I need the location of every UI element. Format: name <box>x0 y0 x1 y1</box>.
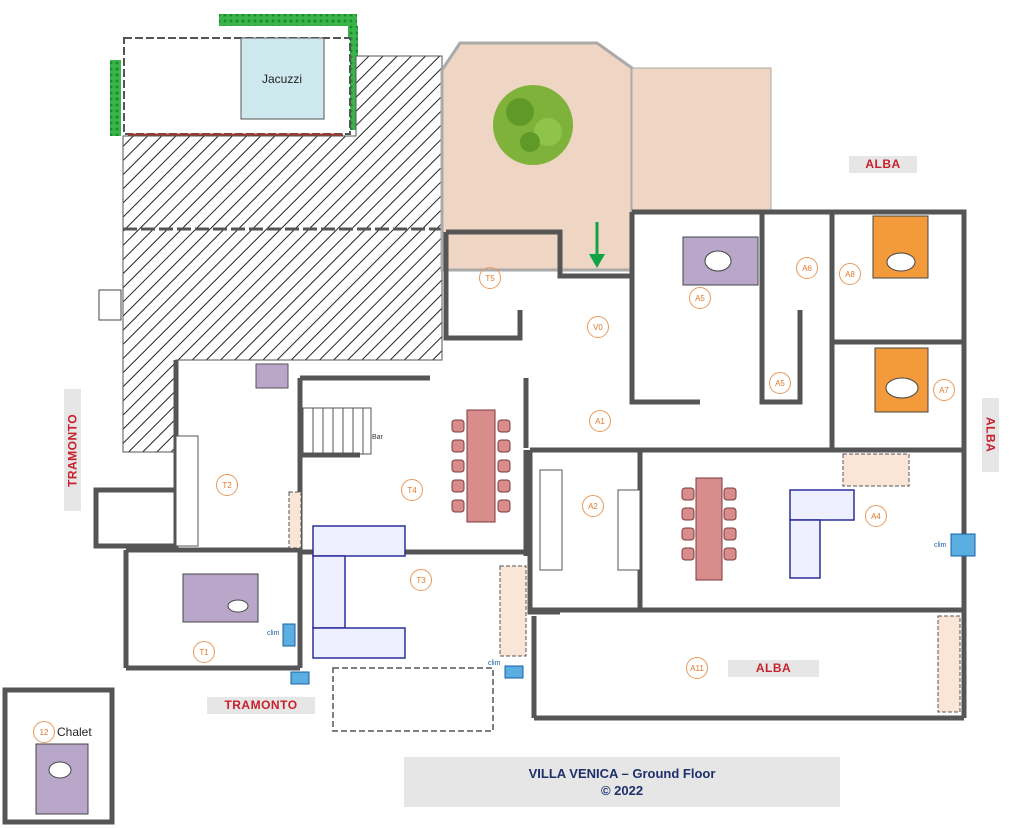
room-code: A4 <box>865 505 887 527</box>
entrance-arrow-icon <box>589 222 605 268</box>
kitchen-counter <box>175 435 199 547</box>
orientation-tag-alba: ALBA <box>982 398 999 472</box>
orientation-tag-tramonto: TRAMONTO <box>207 697 315 714</box>
room-code: A7 <box>933 379 955 401</box>
plan-title-line2: © 2022 <box>600 783 644 798</box>
room-code: T2 <box>216 474 238 496</box>
kitchen-island <box>617 489 641 571</box>
dining-table-icon <box>451 409 511 523</box>
bed-icon <box>35 743 89 815</box>
stairs <box>302 407 372 455</box>
room-code: T5 <box>479 267 501 289</box>
ac-unit <box>950 533 976 557</box>
hedge-right <box>348 26 358 130</box>
bed-icon <box>872 215 929 279</box>
tree-icon <box>493 85 573 165</box>
hedge-top <box>219 14 357 26</box>
cabinet <box>499 565 527 657</box>
orientation-tag-alba: ALBA <box>728 660 819 677</box>
orientation-tag-tramonto: TRAMONTO <box>64 389 81 511</box>
room-code: 12 <box>33 721 55 743</box>
room-code: T4 <box>401 479 423 501</box>
plan-title: VILLA VENICA – Ground Floor © 2022 <box>404 757 840 807</box>
bar-label: Bar <box>372 434 383 441</box>
cabinet <box>842 453 910 487</box>
dining-table-icon <box>681 477 737 581</box>
cabinet <box>288 491 302 549</box>
orientation-tag-alba: ALBA <box>849 156 917 173</box>
room-code: V0 <box>587 316 609 338</box>
room-code: A6 <box>796 257 818 279</box>
chalet-label: Chalet <box>57 725 92 739</box>
room-code: A11 <box>686 657 708 679</box>
outdoor-sink <box>98 289 122 321</box>
cabinet <box>937 615 961 713</box>
ac-unit <box>282 623 296 647</box>
clim-label: clim <box>934 542 947 549</box>
room-code: A8 <box>839 263 861 285</box>
terrace-east <box>631 67 772 214</box>
clim-label: clim <box>488 660 501 667</box>
ac-unit <box>504 665 524 679</box>
plan-title-line1: VILLA VENICA – Ground Floor <box>528 766 716 781</box>
bed-icon <box>682 236 759 286</box>
room-code: T1 <box>193 641 215 663</box>
room-code: T3 <box>410 569 432 591</box>
porch-t3 <box>332 667 494 732</box>
sofa-icon <box>789 489 855 579</box>
ac-unit <box>290 671 310 685</box>
room-code: A2 <box>582 495 604 517</box>
room-code: A5 <box>769 372 791 394</box>
room-code: A1 <box>589 410 611 432</box>
kitchen-counter <box>539 469 563 571</box>
clim-label: clim <box>267 630 280 637</box>
hedge-left <box>110 60 121 136</box>
bed-icon <box>182 573 259 623</box>
wardrobe <box>255 363 289 389</box>
room-code: A5 <box>689 287 711 309</box>
hatched-patio <box>122 55 443 453</box>
bed-icon <box>874 347 929 413</box>
jacuzzi <box>240 37 325 120</box>
sofa-icon <box>312 525 406 659</box>
jacuzzi-label: Jacuzzi <box>262 72 303 86</box>
